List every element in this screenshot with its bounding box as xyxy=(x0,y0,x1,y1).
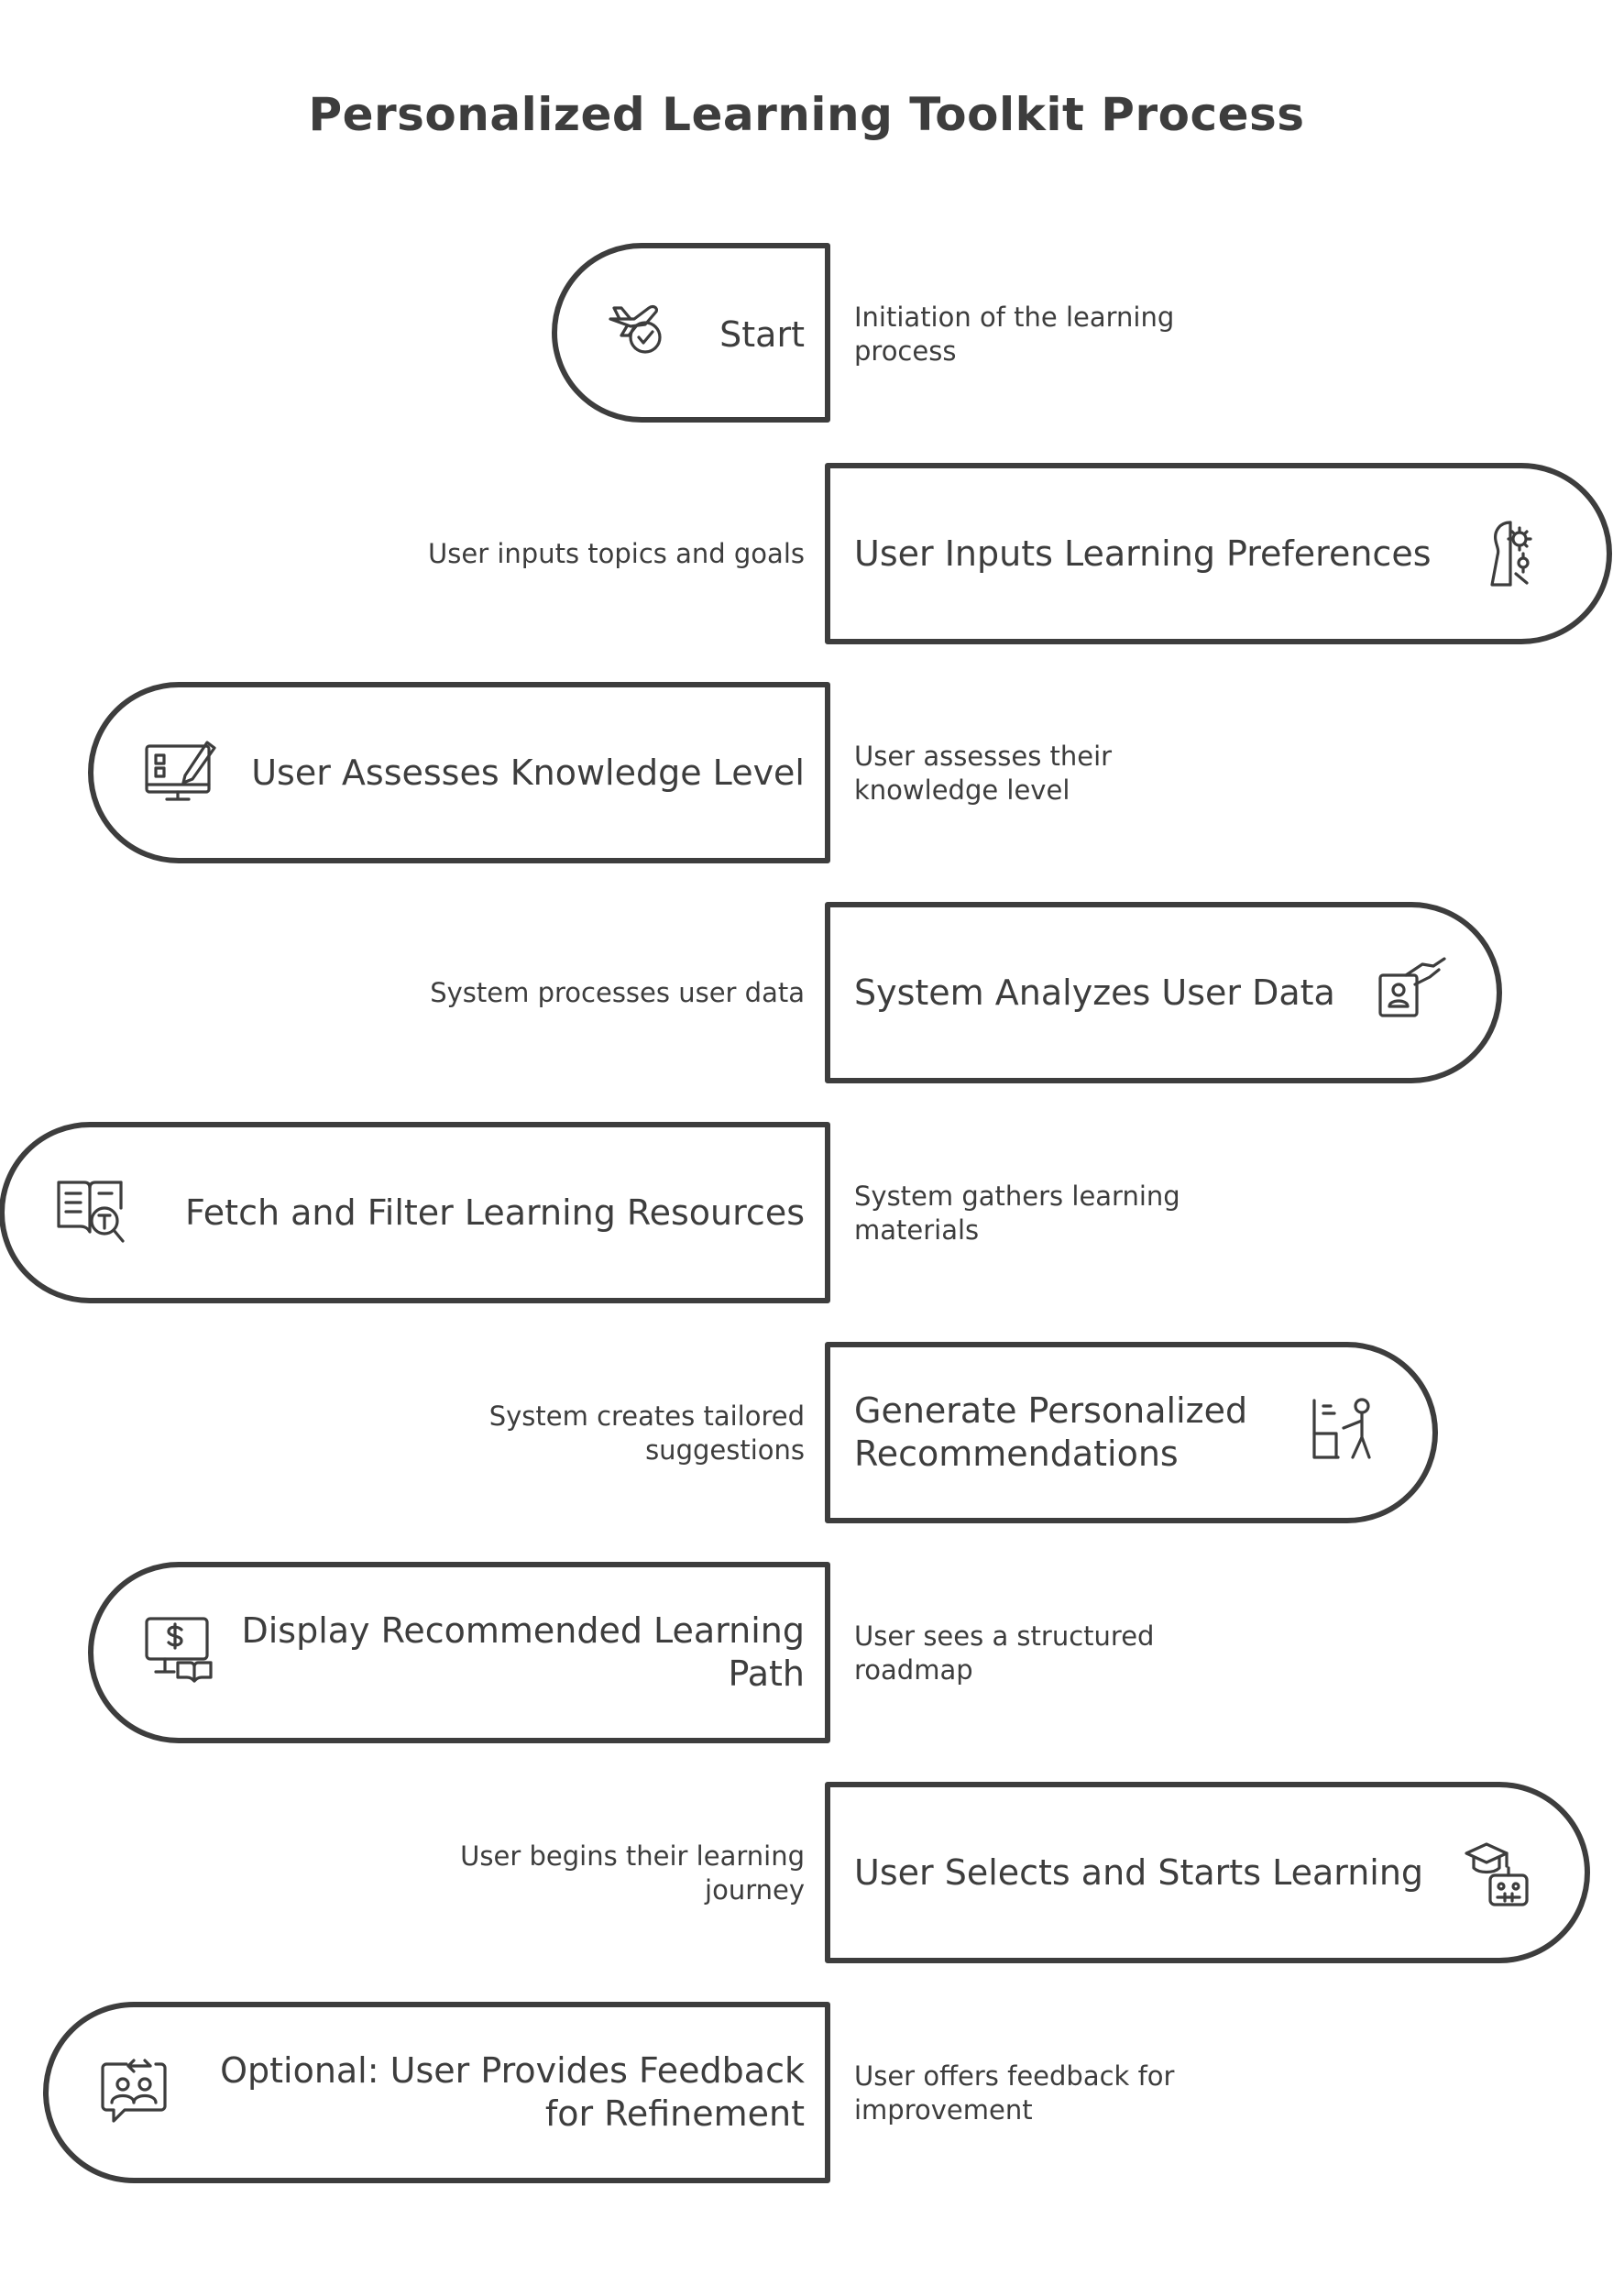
step-optional-feedback-description: User offers feedback for improvement xyxy=(854,2058,1202,2129)
step-display-learning-path-label-text: Display Recommended Learning Path xyxy=(241,1610,805,1694)
step-start-label: Start xyxy=(719,313,805,355)
step-fetch-filter-resources-box xyxy=(0,1122,830,1303)
feedback-users-icon xyxy=(101,2059,167,2123)
step-display-learning-path-box xyxy=(88,1562,830,1743)
step-display-learning-path xyxy=(88,1562,830,1743)
step-fetch-filter-resources-label: Fetch and Filter Learning Resources xyxy=(185,1192,805,1233)
step-start-description-text: Initiation of the learning process xyxy=(854,302,1175,367)
step-user-assesses-knowledge-label: User Assesses Knowledge Level xyxy=(251,752,805,793)
step-user-selects-starts-label: User Selects and Starts Learning xyxy=(854,1851,1424,1893)
step-generate-recommendations-box xyxy=(825,1342,1438,1523)
step-generate-recommendations xyxy=(825,1342,1438,1523)
step-generate-recommendations-label-text: Generate Personalized Recommendations xyxy=(854,1390,1248,1474)
step-system-analyzes-data xyxy=(825,902,1502,1083)
hand-user-card-icon xyxy=(1378,957,1446,1017)
step-generate-recommendations-label: Generate Personalized Recommendations xyxy=(854,1390,1312,1476)
step-optional-feedback-box xyxy=(43,2002,830,2183)
step-user-selects-starts xyxy=(825,1782,1590,1963)
step-fetch-filter-resources-description: System gathers learning materials xyxy=(854,1178,1221,1249)
step-user-assesses-knowledge-description: User assesses their knowledge level xyxy=(854,738,1147,809)
step-generate-recommendations-description-text: System creates tailored suggestions xyxy=(488,1401,805,1466)
step-user-selects-starts-box xyxy=(825,1782,1590,1963)
step-start-description: Initiation of the learning process xyxy=(854,299,1239,370)
step-start xyxy=(552,243,830,423)
step-user-assesses-knowledge-description-text: User assesses their knowledge level xyxy=(854,741,1113,806)
step-user-assesses-knowledge-box xyxy=(88,682,830,863)
step-user-selects-starts-description: User begins their learning journey xyxy=(438,1838,805,1909)
step-user-selects-starts-description-text: User begins their learning journey xyxy=(460,1840,805,1906)
step-user-assesses-knowledge xyxy=(88,682,830,863)
step-optional-feedback-label: Optional: User Provides Feedback for Ref… xyxy=(189,2049,805,2136)
step-display-learning-path-label: Display Recommended Learning Path xyxy=(231,1609,805,1696)
step-system-analyzes-data-box xyxy=(825,902,1502,1083)
monitor-dollar-book-icon xyxy=(145,1617,213,1683)
step-generate-recommendations-description: System creates tailored suggestions xyxy=(438,1398,805,1469)
step-optional-feedback-description-text: User offers feedback for improvement xyxy=(854,2060,1175,2126)
step-user-inputs-preferences-description: User inputs topics and goals xyxy=(428,537,805,569)
head-gears-icon xyxy=(1490,521,1532,587)
step-start-box xyxy=(552,243,830,423)
step-user-inputs-preferences xyxy=(825,463,1612,644)
diagram-title: Personalized Learning Toolkit Process xyxy=(308,88,1305,141)
monitor-checklist-icon xyxy=(145,741,216,801)
step-user-inputs-preferences-box xyxy=(825,463,1612,644)
step-display-learning-path-description: User sees a structured roadmap xyxy=(854,1618,1202,1689)
step-user-inputs-preferences-label: User Inputs Learning Preferences xyxy=(854,533,1432,574)
book-search-icon xyxy=(57,1181,125,1243)
teacher-board-icon xyxy=(1312,1398,1371,1459)
step-display-learning-path-description-text: User sees a structured roadmap xyxy=(854,1620,1155,1686)
step-optional-feedback xyxy=(43,2002,830,2183)
graduation-cap-robot-icon xyxy=(1465,1842,1529,1906)
step-fetch-filter-resources-description-text: System gathers learning materials xyxy=(854,1181,1180,1246)
step-optional-feedback-label-text: Optional: User Provides Feedback for Ref… xyxy=(220,2050,805,2134)
step-system-analyzes-data-description: System processes user data xyxy=(430,976,805,1008)
step-system-analyzes-data-label: System Analyzes User Data xyxy=(854,972,1335,1013)
step-fetch-filter-resources xyxy=(0,1122,830,1303)
airplane-check-icon xyxy=(609,305,662,354)
